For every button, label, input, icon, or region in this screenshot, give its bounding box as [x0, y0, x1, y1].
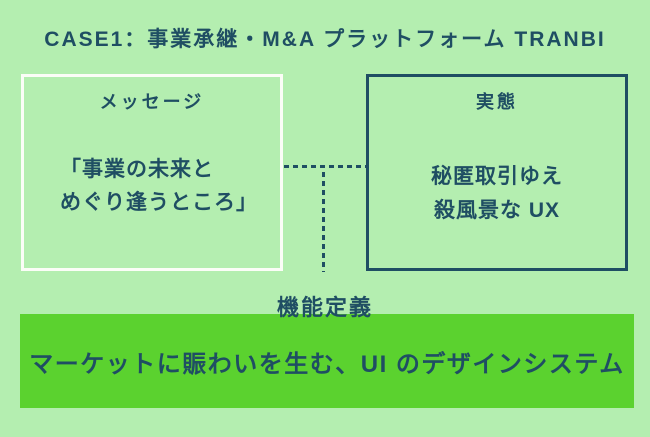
slide-title: CASE1：事業承継・M&A プラットフォーム TRANBI [44, 28, 606, 51]
reality-box: 実態 秘匿取引ゆえ 殺風景な UX [366, 74, 628, 271]
reality-description: 秘匿取引ゆえ 殺風景な UX [369, 160, 625, 228]
dotted-connector-horizontal [284, 165, 366, 168]
message-quote-line-2: めぐり逢うところ」 [60, 191, 258, 214]
reality-line-2: 殺風景な UX [433, 199, 560, 222]
message-quote-line-1: 「事業の未来と [60, 158, 214, 181]
function-definition-banner: マーケットに賑わいを生む、UI のデザインシステム [20, 314, 634, 408]
reality-box-label: 実態 [476, 92, 518, 112]
dotted-connector-vertical [322, 172, 325, 272]
message-box: メッセージ 「事業の未来と めぐり逢うところ」 [21, 74, 283, 271]
reality-line-1: 秘匿取引ゆえ [431, 165, 563, 188]
message-box-label: メッセージ [99, 92, 205, 112]
function-definition-banner-text: マーケットに賑わいを生む、UI のデザインシステム [29, 350, 625, 378]
message-quote: 「事業の未来と めぐり逢うところ」 [24, 153, 280, 219]
function-definition-label: 機能定義 [276, 295, 373, 320]
